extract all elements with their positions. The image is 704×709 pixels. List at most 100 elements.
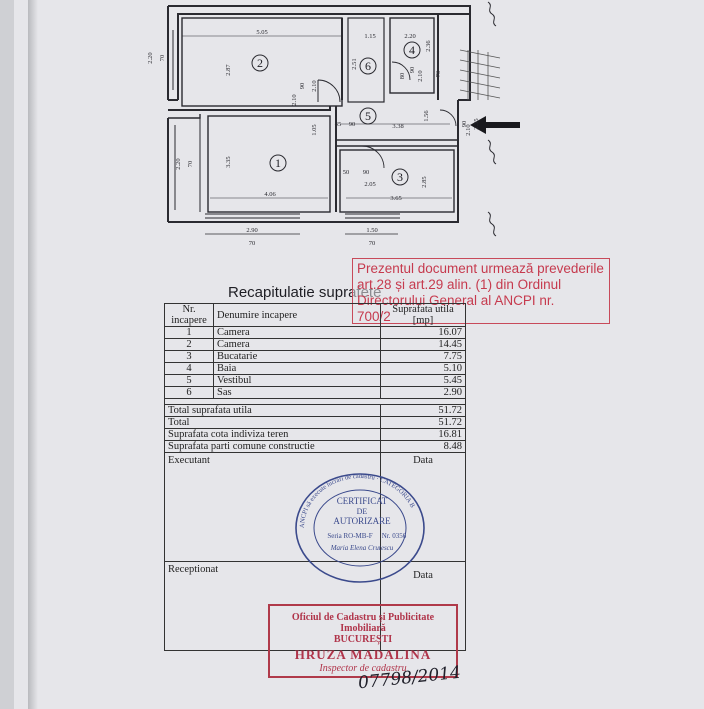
dim-bottom-right-outer: 1.50 — [366, 227, 377, 234]
total-label: Total suprafata utila — [164, 404, 381, 417]
dim-left-bot-inner: 70 — [187, 161, 194, 168]
executant-date-label: Data — [380, 452, 466, 562]
row-area: 5.10 — [380, 362, 466, 375]
dim-room4-height: 2.36 — [425, 40, 432, 52]
dim-left-top-outer: 2.20 — [147, 52, 154, 63]
receptionat-label: Receptionat — [164, 561, 381, 651]
row-nr: 1 — [164, 326, 214, 339]
row-name: Baia — [213, 362, 381, 375]
dim-room1-height: 3.35 — [225, 156, 232, 167]
red-note-line: Prezentul document urmează prevederile — [357, 261, 604, 276]
total-label: Suprafata parti comune constructie — [164, 440, 381, 453]
dim-room2-width: 5.05 — [256, 29, 267, 36]
room-5-number: 5 — [365, 109, 371, 123]
table-header-row: Nr. incapere Denumire incapere Suprafata… — [164, 303, 466, 327]
total-value: 16.81 — [380, 428, 466, 441]
receipt-stamp: Oficiul de Cadastru și Publicitate Imobi… — [268, 604, 458, 678]
row-area: 5.45 — [380, 374, 466, 387]
dim-d210d: 2.10 — [465, 124, 472, 135]
row-nr: 6 — [164, 386, 214, 399]
total-value: 51.72 — [380, 416, 466, 429]
stamp-line: Nr. 0356 — [382, 532, 407, 540]
dim-d205: 2.05 — [364, 181, 375, 188]
row-name: Sas — [213, 386, 381, 399]
stamp-line: AUTORIZARE — [333, 516, 391, 526]
dim-room1-width: 4.06 — [264, 191, 276, 198]
room-2-number: 2 — [257, 56, 263, 70]
dim-d210a: 2.10 — [291, 94, 298, 105]
dim-left-top-inner: 70 — [159, 55, 166, 62]
row-name: Vestibul — [213, 374, 381, 387]
recap-table: Nr. incapere Denumire incapere Suprafata… — [164, 303, 466, 651]
row-name: Camera — [213, 338, 381, 351]
stamp-line: Seria RO-MB-F — [327, 532, 372, 540]
dim-room6-height: 2.51 — [351, 58, 358, 69]
dim-d045: 45 — [335, 121, 342, 128]
header-denumire: Denumire incapere — [213, 303, 381, 327]
total-value: 8.48 — [380, 440, 466, 453]
dim-room5-height: 1.56 — [423, 110, 430, 122]
stamp-inspector-role: Inspector de cadastru — [319, 663, 407, 674]
room-4-number: 4 — [409, 43, 415, 57]
dim-left-bot-outer: 2.20 — [175, 158, 182, 169]
authorization-stamp: ANCPI să execute lucrări de cadastru · C… — [295, 473, 425, 583]
dim-d235: 2.35 — [473, 118, 480, 129]
dim-bottom-right-inner: 70 — [369, 240, 376, 247]
dim-d050: 50 — [343, 169, 350, 176]
recap-title: Recapitulatie suprafete — [228, 284, 382, 301]
row-nr: 5 — [164, 374, 214, 387]
row-area: 16.07 — [380, 326, 466, 339]
stamp-line: DE — [357, 507, 368, 516]
row-area: 14.45 — [380, 338, 466, 351]
room-3-number: 3 — [397, 170, 403, 184]
dim-room3-width: 3.65 — [390, 195, 401, 202]
dim-d090d: 90 — [363, 169, 370, 176]
row-area: 2.90 — [380, 386, 466, 399]
dim-bottom-left-inner: 70 — [249, 240, 256, 247]
header-nr: Nr. incapere — [164, 303, 214, 327]
dim-d090b: 90 — [409, 67, 416, 74]
total-label: Total — [164, 416, 381, 429]
stamp-line: Maria Elena Crutescu — [330, 544, 394, 552]
dim-room4-width: 2.20 — [404, 33, 415, 40]
row-name: Bucatarie — [213, 350, 381, 363]
dim-d210c: 2.10 — [417, 70, 424, 81]
total-label: Suprafata cota indiviza teren — [164, 428, 381, 441]
adjacent-page-edge — [0, 0, 14, 709]
dim-d105: 1.05 — [311, 124, 318, 135]
room-6-number: 6 — [365, 59, 371, 73]
total-value: 51.72 — [380, 404, 466, 417]
header-suprafata: Suprafata utila [mp] — [380, 303, 466, 327]
dim-d080a: 80 — [399, 73, 406, 80]
dim-d090e: 90 — [461, 121, 468, 128]
spacer-cell — [164, 398, 466, 405]
dim-d070: 70 — [435, 71, 442, 78]
page-fold-shadow — [28, 0, 38, 709]
stamp-inspector-name: HRUZA MADALINA — [294, 647, 432, 662]
red-note-line: art.28 și art.29 alin. (1) din Ordinul — [357, 277, 562, 292]
dim-room2-height: 2.87 — [225, 64, 232, 76]
stamp-city-line: BUCUREȘTI — [333, 634, 393, 645]
executant-row: Executant Data — [164, 452, 466, 562]
dim-d090a: 90 — [299, 83, 306, 90]
receptionat-row: Receptionat Data — [164, 561, 466, 651]
row-area: 7.75 — [380, 350, 466, 363]
dim-room5-width: 3.38 — [392, 123, 403, 130]
dim-room6-width: 1.15 — [364, 33, 375, 40]
dim-d090c: 90 — [349, 121, 356, 128]
dim-room3-height: 2.85 — [421, 176, 428, 187]
entrance-arrow-icon — [470, 116, 520, 134]
dim-bottom-left-outer: 2.90 — [246, 227, 257, 234]
room-1-number: 1 — [275, 156, 281, 170]
